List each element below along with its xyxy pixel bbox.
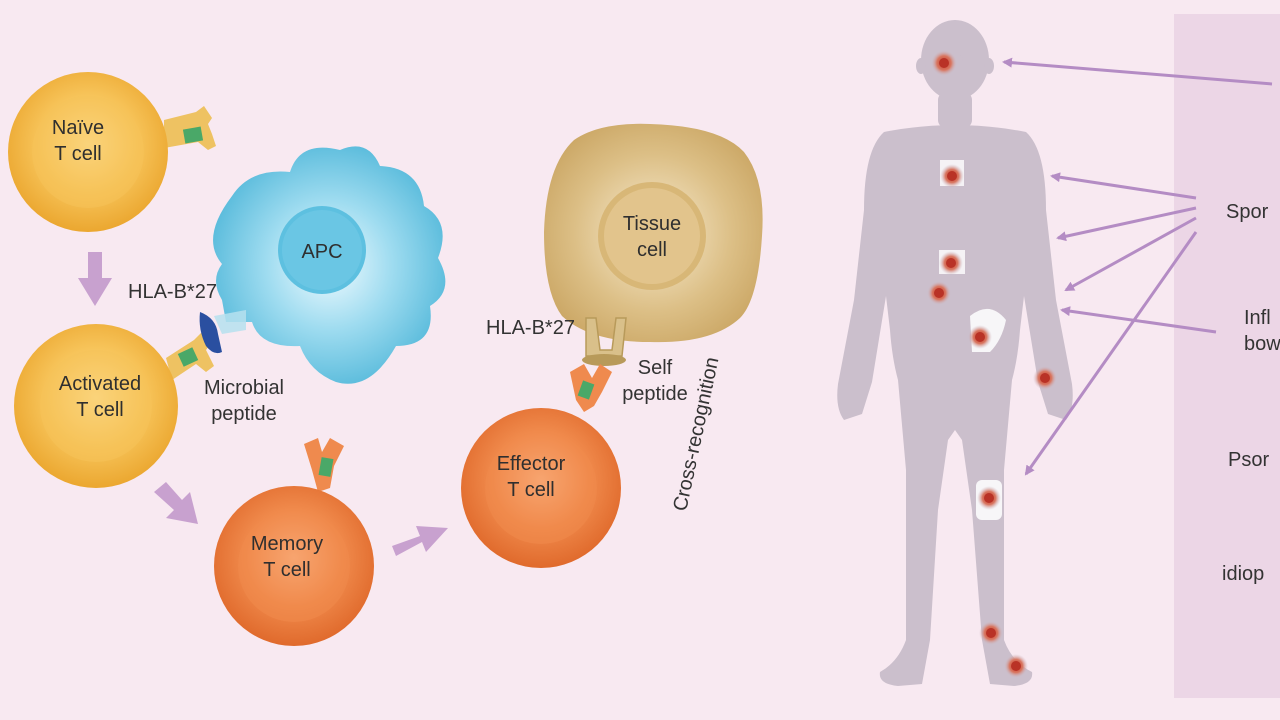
arrow-naive-to-activated xyxy=(78,252,112,306)
side-item-4: idiop xyxy=(1222,563,1264,585)
hla-b27-label-left: HLA-B*27 xyxy=(128,281,217,303)
human-body-silhouette xyxy=(837,20,1073,686)
side-panel xyxy=(1174,14,1280,698)
hla-b27-molecule-left xyxy=(199,312,222,354)
apc-cell: APC xyxy=(199,146,446,384)
hla-b27-label-right: HLA-B*27 xyxy=(486,317,575,339)
cross-recognition-label: Cross-recognition xyxy=(669,355,723,513)
side-item-3: Psor xyxy=(1228,449,1269,471)
pointer-arrows xyxy=(1002,57,1273,476)
arrow-memory-to-effector xyxy=(392,526,448,556)
flow-arrows xyxy=(78,252,448,556)
lesion-markers xyxy=(927,50,1057,678)
apc-label: APC xyxy=(301,241,342,263)
side-item-1: Spor xyxy=(1226,201,1269,223)
arrow-activated-to-memory xyxy=(154,482,198,524)
